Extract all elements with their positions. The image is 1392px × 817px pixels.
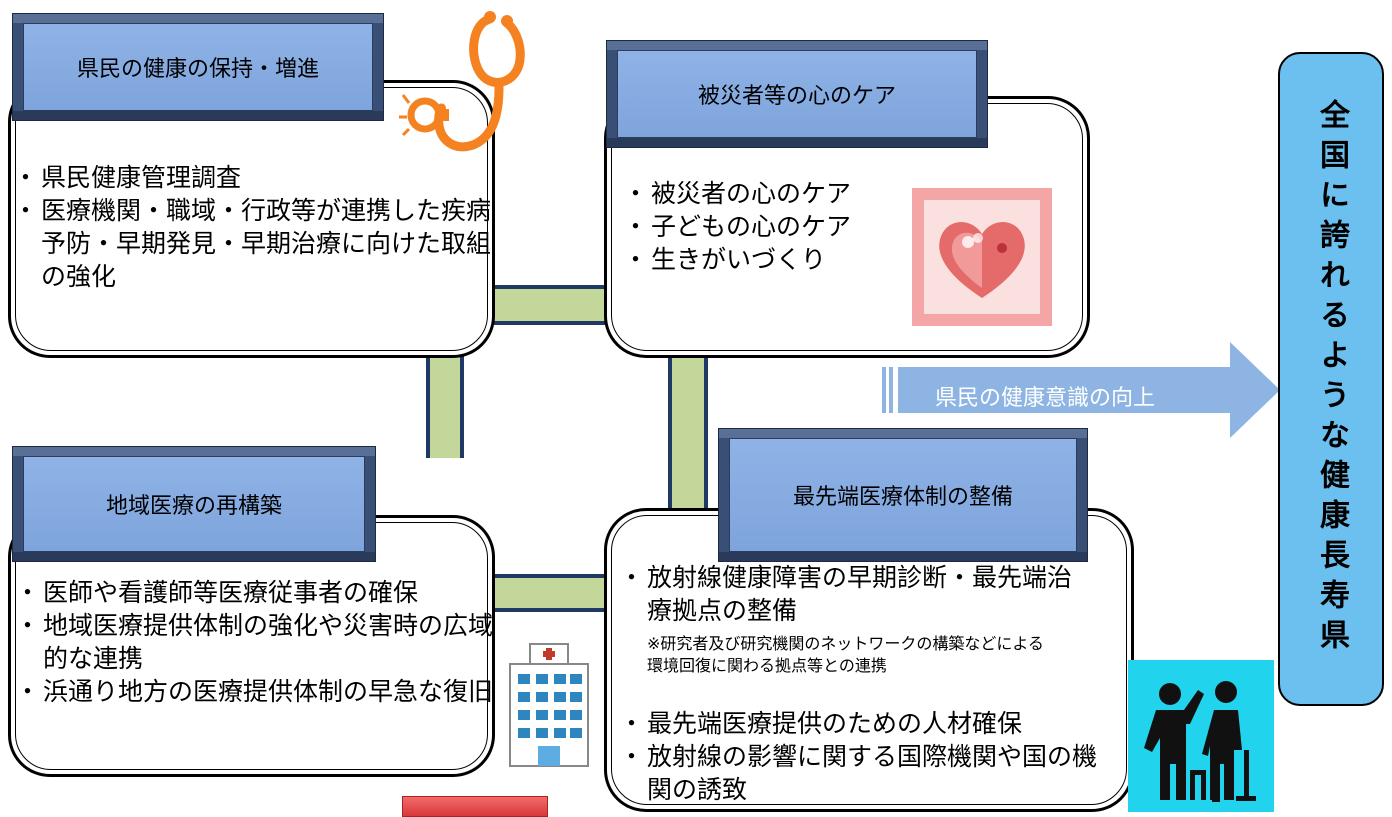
health-item-2: 医療機関・職域・行政等が連携した疾病予防・早期発見・早期治療に向けた取組の強化 [11,194,491,293]
stethoscope-icon [399,11,525,152]
awareness-arrow-label: 県民の健康意識の向上 [935,386,1156,411]
advanced-title: 最先端医療体制の整備 [792,485,1013,510]
regional-title-plate: 地域医療の再構築 [12,446,376,562]
advanced-title-plate: 最先端医療体制の整備 [718,428,1088,562]
connector-right [668,352,708,512]
mental-list: 被災者の心のケア 子どもの心のケア 生きがいづくり [621,177,921,276]
goal-box: 全国に誇れるような健康長寿県 [1278,52,1384,706]
hospital-icon [509,643,589,767]
regional-title: 地域医療の再構築 [105,494,282,519]
connector-left [426,348,464,458]
mental-item-2: 子どもの心のケア [621,210,921,243]
mental-item-3: 生きがいづくり [621,243,921,276]
health-title-plate: 県民の健康の保持・増進 [12,13,384,121]
health-list: 県民健康管理調査 医療機関・職域・行政等が連携した疾病予防・早期発見・早期治療に… [11,161,491,293]
regional-item-1: 医師や看護師等医療従事者の確保 [13,576,493,609]
mental-title-plate: 被災者等の心のケア [606,40,988,148]
advanced-item-3: 放射線の影響に関する国際機関や国の機関の誘致 [617,740,1097,806]
regional-item-3: 浜通り地方の医療提供体制の早急な復旧 [13,675,493,708]
heart-icon [912,188,1052,326]
advanced-list-2: 最先端医療提供のための人材確保 放射線の影響に関する国際機関や国の機関の誘致 [617,707,1097,806]
advanced-item-1: 放射線健康障害の早期診断・最先端治療拠点の整備 [617,561,1087,627]
advanced-list: 放射線健康障害の早期診断・最先端治療拠点の整備 [617,561,1087,627]
awareness-arrow [882,342,1280,438]
goal-text: 全国に誇れるような健康長寿県 [1314,99,1349,659]
connector-bottom [488,574,612,612]
mental-title: 被災者等の心のケア [697,84,896,109]
advanced-note: ※研究者及び研究機関のネットワークの構築などによる環境回復に関わる拠点等との連携 [647,634,1044,675]
advanced-item-2: 最先端医療提供のための人材確保 [617,707,1097,740]
mental-item-1: 被災者の心のケア [621,177,921,210]
bottom-banner [402,796,548,817]
regional-item-2: 地域医療提供体制の強化や災害時の広域的な連携 [13,609,493,675]
elderly-people-icon [1128,660,1274,812]
regional-list: 医師や看護師等医療従事者の確保 地域医療提供体制の強化や災害時の広域的な連携 浜… [13,576,493,708]
connector-top [488,285,612,325]
health-item-1: 県民健康管理調査 [11,161,491,194]
health-title: 県民の健康の保持・増進 [76,57,319,82]
